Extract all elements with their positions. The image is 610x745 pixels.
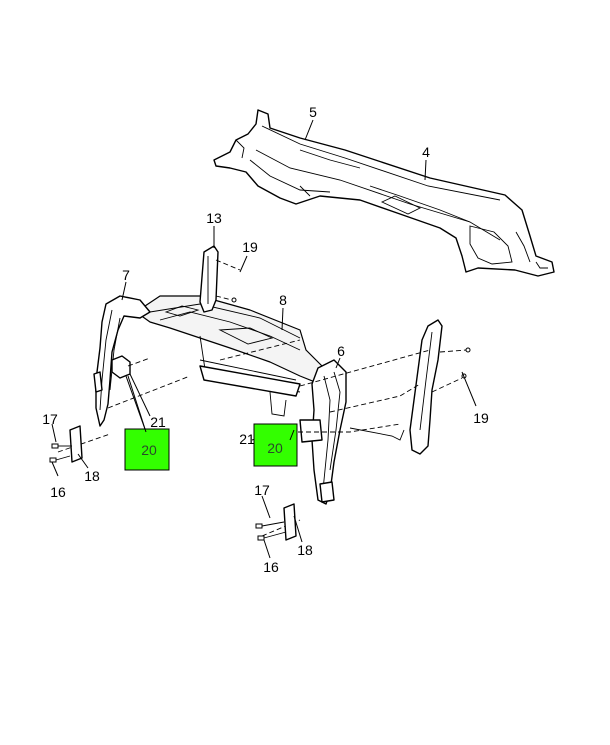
upper-left-bracket (199, 245, 241, 313)
left-lower-bracket (49, 425, 83, 463)
callout-18-left: 18 (84, 468, 100, 484)
highlight-label-right: 20 (267, 440, 283, 456)
assembly-lines (57, 339, 431, 537)
cowl-top-panel (135, 295, 327, 417)
callout-6: 6 (337, 343, 345, 359)
callout-18-right: 18 (297, 542, 313, 558)
callout-17-left: 17 (42, 411, 58, 427)
left-side-frame (93, 295, 151, 427)
highlight-label-left: 20 (141, 442, 157, 458)
callout-19-top: 19 (242, 239, 258, 255)
right-side-frame (299, 359, 347, 505)
callout-13: 13 (206, 210, 222, 226)
callout-labels: 5 4 13 19 7 8 6 19 21 21 17 16 18 17 16 … (42, 104, 489, 575)
callout-17-right: 17 (254, 482, 270, 498)
highlight-callout-left[interactable]: 20 (124, 428, 170, 471)
callout-19-right: 19 (473, 410, 489, 426)
highlight-callout-right[interactable]: 20 (253, 423, 298, 467)
highlight-box-left (124, 428, 170, 471)
callout-5: 5 (309, 104, 317, 120)
callout-16-left: 16 (50, 484, 66, 500)
callout-8: 8 (279, 292, 287, 308)
callout-21-right: 21 (239, 431, 255, 447)
highlight-box-right (253, 423, 298, 467)
callout-4: 4 (422, 144, 430, 160)
callout-7: 7 (122, 267, 130, 283)
right-rear-bracket (409, 319, 471, 455)
callout-21-left: 21 (150, 414, 166, 430)
upper-cowl-panel (213, 109, 555, 277)
right-lower-bracket (255, 503, 297, 541)
callout-16-right: 16 (263, 559, 279, 575)
